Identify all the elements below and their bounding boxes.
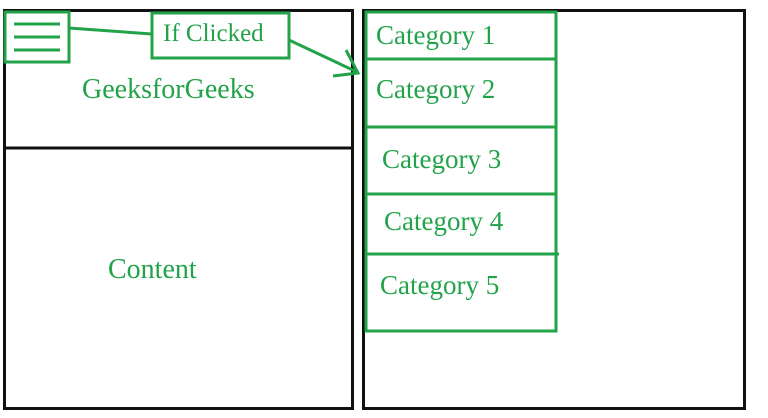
menu-item-category-3[interactable]: Category 3 [382,144,502,174]
menu-item-category-2[interactable]: Category 2 [376,74,496,104]
menu-item-category-4[interactable]: Category 4 [384,206,504,236]
side-menu [364,10,559,333]
right-screen [362,9,746,410]
connector-line [68,26,153,36]
menu-item-category-5[interactable]: Category 5 [380,270,500,300]
annotation-label: If Clicked [163,20,264,47]
content-label: Content [108,254,197,285]
hamburger-icon[interactable] [3,10,71,64]
page-title: GeeksforGeeks [82,74,255,105]
arrow [288,38,361,78]
annotation-box [150,11,291,60]
menu-item-category-1[interactable]: Category 1 [376,20,496,50]
left-screen [3,9,354,410]
